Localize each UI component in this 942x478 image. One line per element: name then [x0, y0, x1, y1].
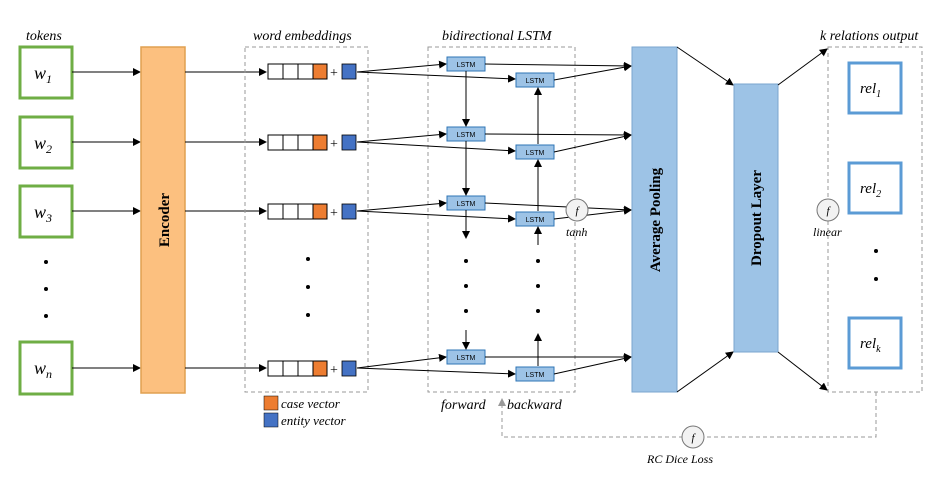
token-1: w1 [34, 63, 52, 86]
relation-box-k [847, 316, 903, 370]
lstm-label: LSTM [457, 355, 476, 362]
legend-case-swatch [263, 395, 279, 411]
average-pooling-label: Average Pooling [648, 167, 664, 272]
dropout-layer-label: Dropout Layer [749, 170, 765, 266]
embedding-row-n: + [267, 360, 357, 378]
ellipsis-dot [44, 314, 48, 318]
legend-entity-swatch [263, 412, 279, 428]
tanh-function-node [565, 198, 589, 222]
token-n: wn [34, 358, 52, 381]
lstm-ellipsis [464, 259, 540, 313]
embedding-row-2: + [267, 134, 357, 152]
lstm-label: LSTM [457, 62, 476, 69]
rc-dice-loss-label: RC Dice Loss [646, 452, 713, 466]
backward-label: backward [507, 398, 563, 413]
dropout-layer-block [733, 83, 779, 353]
plus-sign: + [330, 363, 338, 378]
relation-box-2 [847, 161, 903, 215]
relation-1: rel1 [860, 81, 881, 100]
lstm-label: LSTM [526, 217, 545, 224]
entity-vector-cell [341, 203, 357, 220]
plus-sign: + [330, 137, 338, 152]
linear-function-node [816, 198, 840, 222]
relation-box-1 [847, 61, 903, 115]
loss-f-label: f [691, 432, 696, 444]
ellipsis-dot [874, 277, 878, 281]
token-column: w1 w2 w3 wn [18, 45, 74, 396]
bilstm-frame [427, 46, 576, 393]
relation-2: rel2 [860, 181, 881, 200]
relations-output-frame [827, 46, 923, 393]
lstm-label: LSTM [526, 372, 545, 379]
ellipsis-dot [44, 260, 48, 264]
embedding-row-1: + [267, 63, 357, 81]
ellipsis-dot [306, 257, 310, 261]
entity-vector-cell [341, 134, 357, 151]
legend: case vector entity vector [263, 395, 347, 428]
embedding-rows: + + + + [267, 63, 357, 378]
tanh-label: tanh [566, 225, 587, 239]
embedding-lstm-arrows [356, 60, 516, 378]
ellipsis-dot [306, 313, 310, 317]
lstm-label: LSTM [526, 150, 545, 157]
legend-case-label: case vector [281, 396, 341, 411]
lstm-label: LSTM [457, 201, 476, 208]
case-vector-cell [312, 203, 328, 220]
case-vector-cell [312, 134, 328, 151]
token-box-n [18, 340, 74, 396]
encoder-block [140, 46, 186, 394]
backward-lstm-column: LSTM LSTM LSTM LSTM [515, 72, 555, 382]
tokens-header: tokens [26, 29, 62, 44]
relations-output-header: k relations output [820, 29, 919, 44]
encoder-embedding-arrows [185, 68, 267, 372]
forward-label: forward [441, 398, 487, 413]
bilstm-header: bidirectional LSTM [442, 29, 553, 44]
token-box-1 [18, 45, 74, 100]
entity-vector-cell [341, 63, 357, 80]
tanh-f-label: f [575, 205, 580, 217]
lstm-label: LSTM [526, 78, 545, 85]
linear-f-label: f [826, 205, 831, 217]
encoder-label: Encoder [157, 193, 173, 248]
ellipsis-dot [44, 287, 48, 291]
token-3: w3 [34, 202, 52, 225]
relation-k: relk [860, 336, 881, 355]
loss-function-node [681, 425, 705, 449]
case-vector-cell [312, 63, 328, 80]
entity-vector-cell [341, 360, 357, 377]
token-2: w2 [34, 133, 52, 156]
case-vector-cell [312, 360, 328, 377]
embedding-row-3: + [267, 203, 357, 221]
average-pooling-block [631, 46, 678, 393]
legend-entity-label: entity vector [281, 413, 347, 428]
word-embeddings-header: word embeddings [253, 29, 352, 44]
word-embeddings-frame [244, 46, 369, 393]
plus-sign: + [330, 206, 338, 221]
dropout-output-arrows [777, 48, 828, 391]
token-box-3 [18, 184, 74, 239]
ellipsis-dot [306, 285, 310, 289]
lstm-pooling-arrows [484, 61, 632, 375]
linear-label: linear [813, 225, 842, 239]
token-encoder-arrows [72, 68, 141, 372]
ellipsis-dot [874, 249, 878, 253]
pooling-dropout-arrows [676, 46, 734, 393]
relation-outputs: rel1 rel2 relk [847, 61, 903, 370]
lstm-label: LSTM [457, 132, 476, 139]
plus-sign: + [330, 66, 338, 81]
